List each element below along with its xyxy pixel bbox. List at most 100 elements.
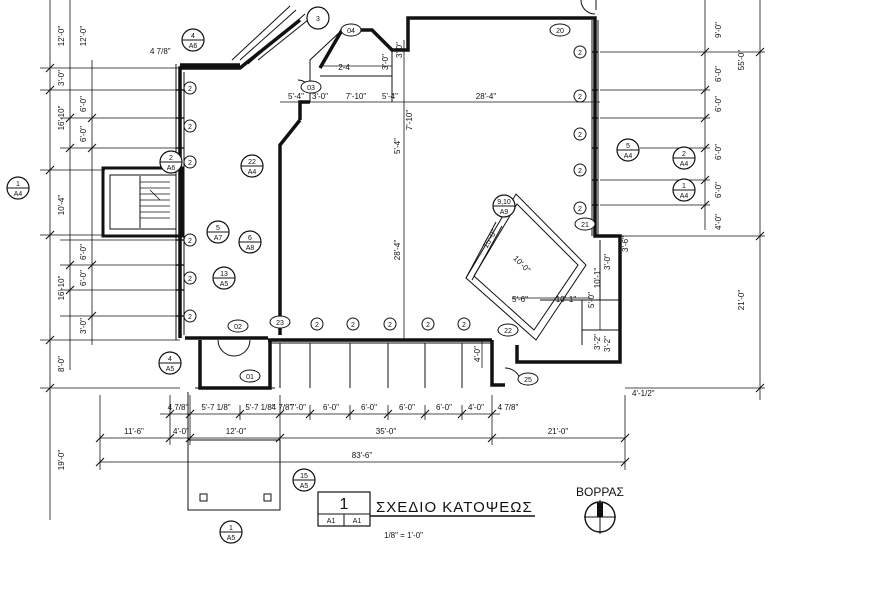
- window-tag: [346, 317, 360, 331]
- dim-interior: 10'-0": [511, 254, 532, 275]
- window-tag: [573, 89, 587, 103]
- window-tag-label: 2: [578, 94, 582, 101]
- dimension-text-right: 9'-0" 55'-0" 6'-0" 6'-0" 6'-0" 6'-0" 4'-…: [632, 22, 746, 398]
- footing: [199, 493, 208, 502]
- window-tag-label: 2: [578, 50, 582, 57]
- dim-bottom: 4 7/8": [272, 403, 293, 412]
- section-marker-sheet: A5: [166, 366, 175, 373]
- section-marker-sheet: A5: [300, 483, 309, 490]
- dim-left: 3'-0": [79, 318, 88, 334]
- window-tag-label: 2: [426, 322, 430, 329]
- dim-left: 6'-0": [79, 96, 88, 112]
- window-tag: [183, 309, 197, 323]
- dim-interior: 3'-2": [603, 336, 612, 352]
- dim-right: 9'-0": [714, 22, 723, 38]
- window-tag: [310, 317, 324, 331]
- window-tag-label: 2: [188, 314, 192, 321]
- section-marker-number: 13: [220, 271, 228, 278]
- dim-left: 19'-0": [57, 450, 66, 471]
- drawing-scale: 1/8" = 1'-0": [384, 531, 423, 540]
- window-tag: [573, 45, 587, 59]
- dim-bottom: 11'-6": [124, 427, 144, 436]
- door-tag-label: 04: [347, 28, 355, 35]
- door-swing: [217, 339, 235, 357]
- dim-bottom: 7'-0": [290, 403, 306, 412]
- section-marker-number: 9,10: [497, 199, 511, 206]
- sheet-number: 1: [340, 496, 349, 513]
- dimension-text-interior: 2-4 3'-0" 3'-0" 5'-4" 3'-0" 7'-10" 5'-4"…: [150, 42, 630, 362]
- dim-interior: 3'-0": [312, 92, 328, 101]
- door-tags: [227, 23, 596, 386]
- door-swing: [580, 0, 596, 15]
- section-marker-number: 1: [682, 183, 686, 190]
- dim-bottom: 35'-0": [376, 427, 397, 436]
- dim-interior: 4 7/8": [150, 47, 171, 56]
- window-tag: [183, 233, 197, 247]
- dim-left: 12'-0": [79, 26, 88, 47]
- dim-right: 6'-0": [714, 144, 723, 160]
- dim-interior: 3'-2": [593, 334, 602, 350]
- dim-left: 3'-0": [57, 70, 66, 86]
- dim-bottom: 6'-0": [399, 403, 415, 412]
- section-marker-sheet: A4: [680, 193, 689, 200]
- section-marker-number: 2: [169, 155, 173, 162]
- door-tag-label: 22: [504, 328, 512, 335]
- window-tag-label: 2: [462, 322, 466, 329]
- door-tag-20: [549, 23, 571, 37]
- dim-interior: 3'-0": [395, 42, 404, 58]
- dim-bottom: 6'-0": [323, 403, 339, 412]
- staircase: [101, 166, 185, 238]
- north-label: ΒΟΡΡΑΣ: [576, 485, 624, 499]
- door-tag-01: [239, 369, 261, 383]
- windows: [176, 51, 598, 317]
- dim-interior: 28'-4": [393, 240, 402, 261]
- drawing-title: ΣΧΕΔΙΟ ΚΑΤΟΨΕΩΣ: [376, 499, 533, 516]
- dim-left: 6'-0": [79, 244, 88, 260]
- section-marker-number: 3: [316, 16, 320, 23]
- window-tag-label: 2: [388, 322, 392, 329]
- section-marker-number: 5: [626, 143, 630, 150]
- door-tag-21: [574, 217, 596, 231]
- section-marker-sheet: A4: [14, 191, 23, 198]
- window-tag: [183, 119, 197, 133]
- section-marker-number: 4: [191, 33, 195, 40]
- dim-bottom: 6'-0": [361, 403, 377, 412]
- section-marker-sheet: A4: [248, 169, 257, 176]
- dim-interior: 5'-0": [587, 292, 596, 308]
- dim-interior: 5'-6": [512, 295, 528, 304]
- dim-interior: 28'-4": [476, 92, 497, 101]
- section-marker-sheet: A5: [227, 535, 236, 542]
- window-tag-label: 2: [188, 86, 192, 93]
- door-tag-04: [340, 23, 362, 37]
- dim-interior: 5'-4": [288, 92, 304, 101]
- section-marker-number: 2: [682, 151, 686, 158]
- door-tag-03: [300, 80, 322, 94]
- footing: [263, 493, 272, 502]
- dim-right: 4'-0": [714, 214, 723, 230]
- section-marker-sheet: A4: [624, 153, 633, 160]
- section-marker-number: 5: [216, 225, 220, 232]
- dim-bottom: 21'-0": [548, 427, 569, 436]
- dim-interior: 7'-10": [346, 92, 367, 101]
- section-marker-sheet: A8: [246, 245, 255, 252]
- section-marker-sheet: A6: [189, 43, 198, 50]
- dim-bottom: 6'-0": [436, 403, 452, 412]
- section-marker-sheet: A5: [220, 281, 229, 288]
- dim-left: 8'-0": [57, 356, 66, 372]
- dim-bottom: 5'-7 1/8": [201, 403, 230, 412]
- door-tag-label: 23: [276, 320, 284, 327]
- dim-right: 55'-0": [737, 50, 746, 71]
- window-tag: [573, 127, 587, 141]
- dim-interior: 10'-1": [556, 295, 577, 304]
- dim-interior: 3'-6": [621, 236, 630, 252]
- dim-left: 12'-0": [57, 26, 66, 47]
- window-tag-label: 2: [188, 238, 192, 245]
- section-marker-sheet: A4: [680, 161, 689, 168]
- section-marker-number: 15: [300, 473, 308, 480]
- dim-bottom: 12'-0": [226, 427, 247, 436]
- section-marker-number: 22: [248, 159, 256, 166]
- north-arrow: ΒΟΡΡΑΣ: [576, 485, 624, 534]
- door-tag-label: 01: [246, 374, 254, 381]
